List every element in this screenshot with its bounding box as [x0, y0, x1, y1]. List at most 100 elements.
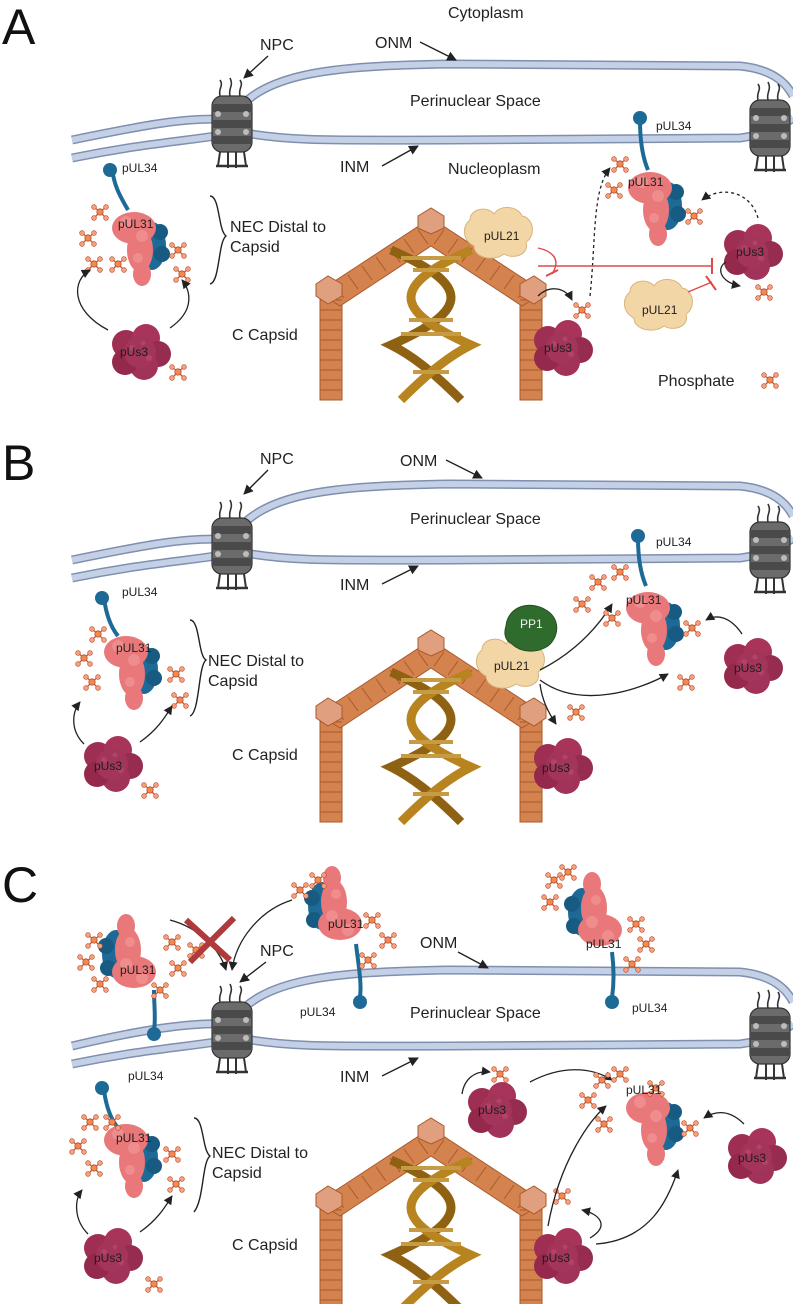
onm-pointer-b — [445, 459, 483, 479]
arrow-capsid-pus3-a — [537, 288, 573, 301]
npc-pointer-c — [239, 961, 267, 983]
nec-right-c — [578, 1065, 700, 1166]
inm-label-a: INM — [340, 159, 369, 176]
onm-label-b: ONM — [400, 453, 437, 470]
pul31-left-b: pUL31 — [116, 641, 152, 655]
inm-pointer-b — [381, 565, 419, 585]
nec-left-b — [74, 591, 190, 710]
npc-a-left — [210, 76, 254, 170]
nec-brace-a — [209, 195, 228, 285]
pul31-cyto-mid-c: pUL31 — [328, 917, 364, 931]
pul31-right-c: pUL31 — [626, 1083, 662, 1097]
npc-b-left — [210, 498, 254, 592]
arrow-capsid-c-3 — [595, 1169, 680, 1245]
panel-c-letter: C — [2, 857, 38, 913]
arrow-pus3-left-b-1 — [71, 701, 85, 745]
pus3-left-c-label: pUs3 — [94, 1251, 122, 1265]
inm-label-c: INM — [340, 1069, 369, 1086]
capsid-label-a: C Capsid — [232, 327, 298, 344]
npc-pointer-b — [243, 469, 269, 495]
inm-label-b: INM — [340, 577, 369, 594]
inhibit-a-3-bar — [705, 275, 717, 291]
nec-left-c — [68, 1081, 186, 1198]
nec-brace-b — [189, 619, 208, 717]
nec-cyto-right-c — [540, 863, 656, 1009]
dashed-arrow-a-1 — [589, 167, 611, 297]
npc-label-c: NPC — [260, 943, 294, 960]
pul34-cyto-right-c: pUL34 — [632, 1001, 668, 1015]
inhibit-a-1-bar — [545, 269, 559, 277]
pul31-left-c: pUL31 — [116, 1131, 152, 1145]
nec-label-b-line1: NEC Distal to — [208, 653, 304, 670]
pus3-left-b-label: pUs3 — [94, 759, 122, 773]
nec-brace-c — [193, 1117, 212, 1213]
phosphate-left-c — [144, 1275, 164, 1294]
cross-c-2 — [187, 915, 237, 965]
arrow-pus3-left-b-2 — [139, 705, 173, 743]
nec-right-a — [604, 111, 704, 246]
onm-label-c: ONM — [420, 935, 457, 952]
npc-label-b: NPC — [260, 451, 294, 468]
arrow-pp1-b-2 — [539, 673, 669, 697]
panel-b-letter: B — [2, 435, 35, 491]
nec-right-b — [572, 529, 702, 666]
panel-a-letter: A — [2, 0, 36, 55]
nec-label-a-line1: NEC Distal to — [230, 219, 326, 236]
cytoplasm-label: Cytoplasm — [448, 5, 524, 22]
pp1-b — [504, 604, 558, 652]
inm-pointer-c — [381, 1057, 419, 1077]
inhibit-a-3 — [687, 281, 713, 293]
arrow-pus3-right-c — [703, 1109, 745, 1125]
pus3-capsid-a-label: pUs3 — [544, 341, 572, 355]
arrow-pus3-right-b — [705, 611, 743, 635]
panel-b: B NPC ONM Perinuclear Space INM pUL34 pU… — [2, 435, 793, 822]
pul31-right-b: pUL31 — [626, 593, 662, 607]
pul34-left-b: pUL34 — [122, 585, 158, 599]
pp1-b-label: PP1 — [520, 617, 543, 631]
panel-c: C NPC ONM Perinuclear Space INM pUL31 pU… — [2, 857, 793, 1304]
nec-cyto-mid-c — [290, 866, 398, 1009]
npc-b-right — [748, 502, 792, 596]
arrow-pus3-mid-c-1 — [461, 1066, 491, 1095]
arrow-pus3-left-c-1 — [73, 1189, 89, 1235]
nuclear-envelope-b — [71, 479, 793, 583]
phosphate-legend-icon — [760, 371, 780, 390]
pus3-capsid-c-label: pUs3 — [542, 1251, 570, 1265]
pus3-right-c-label: pUs3 — [738, 1151, 766, 1165]
dashed-arrow-a-2 — [701, 191, 759, 219]
arrow-pus3-left-a-1 — [76, 269, 109, 331]
nec-label-b-line2: Capsid — [208, 673, 258, 690]
arrow-cyto-c-2 — [228, 899, 293, 971]
pul21-bottom-a-label: pUL21 — [642, 303, 678, 317]
nec-cyto-left-c — [76, 914, 206, 1041]
nec-label-a-line2: Capsid — [230, 239, 280, 256]
arrow-pus3-left-a-2 — [169, 279, 191, 329]
phosphate-legend-label: Phosphate — [658, 373, 735, 390]
npc-a-right — [748, 80, 792, 174]
pul34-right-a: pUL34 — [656, 119, 692, 133]
arrow-pus3-left-c-2 — [139, 1195, 173, 1233]
pul34-left-a: pUL34 — [122, 161, 158, 175]
npc-label-a: NPC — [260, 37, 294, 54]
capsid-c — [316, 1118, 546, 1304]
pul34-cyto-mid-c: pUL34 — [300, 1005, 336, 1019]
panel-a: A Cytoplasm NPC ONM Perinuclear Space IN… — [2, 0, 793, 400]
nec-label-c-line2: Capsid — [212, 1165, 262, 1182]
pul31-right-a: pUL31 — [628, 175, 664, 189]
pus3-right-b-label: pUs3 — [734, 661, 762, 675]
pul31-cyto-right-c: pUL31 — [586, 937, 622, 951]
onm-label-a: ONM — [375, 35, 412, 52]
phosphate-capsid-b — [566, 703, 586, 722]
onm-pointer-a — [419, 41, 457, 61]
phosphate-capsid-a — [572, 301, 592, 320]
nucleoplasm-label: Nucleoplasm — [448, 161, 540, 178]
pus3-right-a-label: pUs3 — [736, 245, 764, 259]
inm-pointer-a — [381, 145, 419, 167]
pul21-b-label: pUL21 — [494, 659, 530, 673]
npc-c-right — [748, 988, 792, 1082]
pul31-left-a: pUL31 — [118, 217, 154, 231]
inhibit-a-1 — [537, 247, 557, 275]
arrow-capsid-c-1 — [547, 1105, 607, 1227]
arrow-capsid-c-2 — [581, 1207, 602, 1239]
